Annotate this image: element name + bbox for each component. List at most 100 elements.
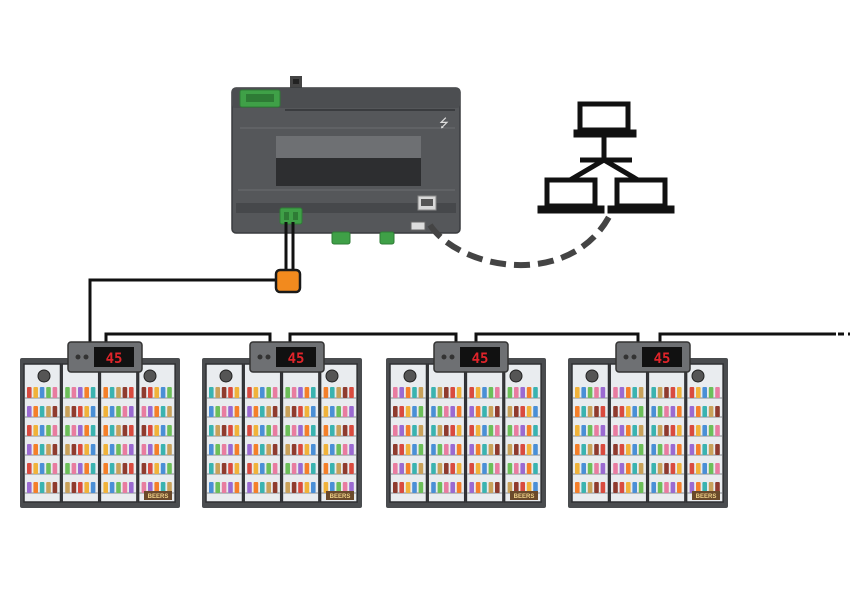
product [507,406,513,417]
product [677,387,682,398]
product [514,387,519,398]
fan-icon [219,369,233,383]
product [488,425,494,436]
product [444,482,449,493]
product [291,406,297,417]
product [587,463,593,474]
product [103,444,108,455]
product [46,406,51,417]
product [418,425,424,436]
product [234,444,240,455]
product [600,425,606,436]
product [702,463,707,474]
product [412,406,417,417]
product [456,482,462,493]
product [450,387,455,398]
product [418,444,424,455]
product [336,482,341,493]
product [456,444,462,455]
product [253,444,259,455]
product [696,444,701,455]
price-tag-bg [692,491,720,500]
product [456,387,462,398]
product [215,406,220,417]
product [311,425,316,436]
product [412,463,417,474]
product [670,387,676,398]
product [638,387,644,398]
product [708,444,714,455]
product [514,444,519,455]
product [27,463,32,474]
product [626,387,631,398]
product [495,463,500,474]
product [253,425,259,436]
product [304,463,310,474]
product [657,387,663,398]
product [594,387,599,398]
product [65,444,70,455]
product [431,482,436,493]
product [298,463,303,474]
product [141,444,147,455]
product [689,444,695,455]
price-tag: BEERS [696,494,717,500]
product [495,425,500,436]
product [418,482,424,493]
product [71,482,77,493]
product [311,406,316,417]
product [148,425,153,436]
fan-icon [691,369,705,383]
product [228,406,233,417]
product [437,387,443,398]
product [234,463,240,474]
price-tag: BEERS [514,494,535,500]
product [90,482,96,493]
product [581,444,586,455]
product [475,387,481,398]
bus-wiring [88,222,836,348]
product [109,387,115,398]
product [587,406,593,417]
product [52,387,58,398]
product [594,406,599,417]
product [533,463,538,474]
product [291,444,297,455]
product [266,482,271,493]
product [154,425,159,436]
product [670,482,676,493]
product [444,425,449,436]
product [221,463,227,474]
product [311,444,316,455]
product [167,425,172,436]
product [399,425,404,436]
product [266,387,271,398]
product [575,406,580,417]
product [670,444,676,455]
product [84,406,89,417]
product [495,406,500,417]
product [27,444,32,455]
product [702,406,707,417]
product [488,387,494,398]
product [78,482,83,493]
product [247,482,252,493]
product [323,463,329,474]
product [90,425,96,436]
product [65,482,70,493]
product [613,387,618,398]
product [209,463,214,474]
product [715,425,720,436]
product [696,425,701,436]
product [33,425,38,436]
product [291,463,297,474]
product [228,482,233,493]
product [103,425,108,436]
product [215,387,220,398]
status-led [623,354,629,360]
product [342,463,348,474]
product [272,387,278,398]
